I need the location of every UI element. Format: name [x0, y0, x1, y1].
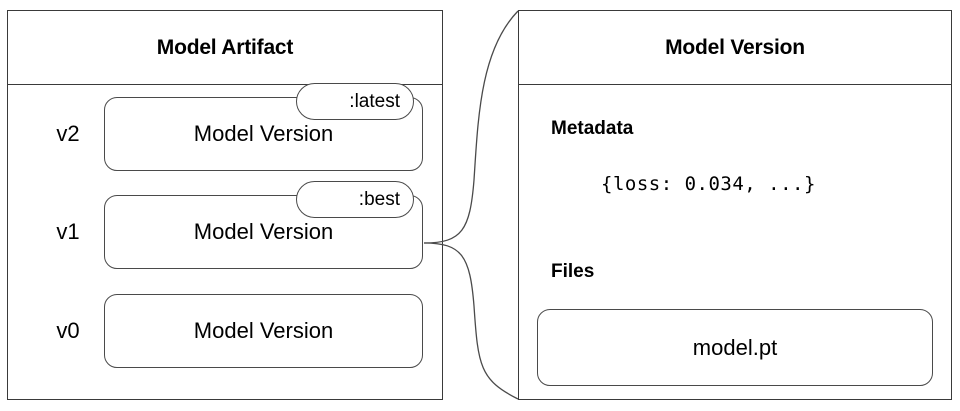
tag-pill-label: :latest [349, 90, 400, 112]
version-box-v1[interactable]: Model Version :best [104, 181, 423, 269]
version-label-v0: v0 [56, 318, 80, 343]
metadata-heading: Metadata [551, 118, 634, 139]
version-box-v2[interactable]: Model Version :latest [104, 83, 423, 171]
version-row: v2 Model Version :latest [8, 83, 442, 183]
file-name-label: model.pt [692, 334, 778, 360]
version-box-label: Model Version [193, 219, 334, 244]
metadata-value: {loss: 0.034, ...} [601, 173, 816, 195]
model-artifact-panel: Model Artifact v2 Model Version :latest … [7, 10, 443, 400]
version-label-v2: v2 [56, 121, 80, 146]
model-version-title: Model Version [665, 35, 805, 59]
file-box-model-pt[interactable]: model.pt [537, 309, 933, 386]
model-version-panel: Model Version Metadata {loss: 0.034, ...… [518, 10, 952, 400]
files-heading: Files [551, 261, 595, 282]
version-box-label: Model Version [193, 318, 334, 343]
version-box-label: Model Version [193, 121, 334, 146]
model-artifact-body: v2 Model Version :latest v1 Model Versio… [8, 83, 442, 399]
version-label-v1: v1 [56, 219, 80, 244]
model-artifact-header: Model Artifact [8, 11, 442, 85]
tag-pill-best[interactable]: :best [296, 181, 414, 218]
version-box-v0[interactable]: Model Version [104, 294, 423, 368]
tag-pill-label: :best [358, 188, 400, 210]
tag-pill-latest[interactable]: :latest [296, 83, 414, 120]
model-version-body: Metadata {loss: 0.034, ...} Files model.… [519, 85, 951, 399]
version-row: v0 Model Version [8, 282, 442, 380]
model-artifact-title: Model Artifact [156, 35, 294, 59]
version-row: v1 Model Version :best [8, 181, 442, 281]
model-version-header: Model Version [519, 11, 951, 85]
